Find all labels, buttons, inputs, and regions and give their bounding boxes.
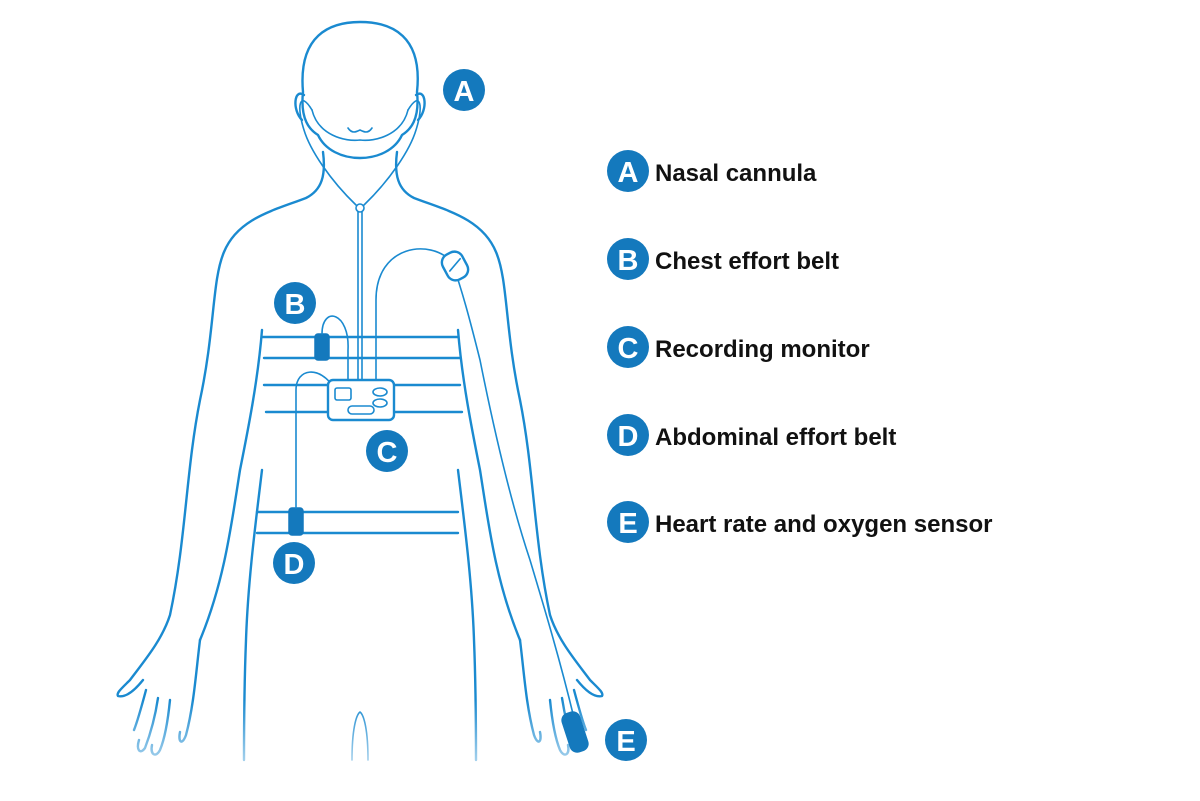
right-inner-arm — [456, 328, 522, 642]
legend-label-d: Abdominal effort belt — [655, 424, 896, 451]
legend-item-c: C Recording monitor — [607, 326, 870, 368]
callout-c-letter: C — [377, 437, 398, 469]
abdominal-belt-sensor — [288, 507, 304, 536]
callout-c-badge: C — [366, 430, 408, 472]
nasal-cannula — [299, 99, 421, 383]
legend-label-c: Recording monitor — [655, 336, 870, 363]
chest-sensor-lead — [321, 315, 349, 386]
legend-label-a: Nasal cannula — [655, 160, 817, 187]
cannula-junction — [355, 203, 365, 213]
monitor-button-1 — [372, 387, 388, 397]
legend-label-b: Chest effort belt — [655, 248, 839, 275]
legend-item-a: A Nasal cannula — [607, 150, 817, 192]
legend-letter-d: D — [618, 421, 639, 453]
legend-letter-b: B — [618, 245, 639, 277]
callout-b-letter: B — [285, 289, 306, 321]
torso-right — [394, 150, 604, 698]
legend-label-e: Heart rate and oxygen sensor — [655, 511, 992, 538]
cannula-upper-lip — [311, 109, 409, 142]
callout-b-badge: B — [274, 282, 316, 324]
callout-e-badge: E — [605, 719, 647, 761]
cannula-tube-right — [363, 99, 421, 206]
callout-d-letter: D — [284, 549, 305, 581]
callout-a-letter: A — [454, 76, 475, 108]
callout-a-badge: A — [443, 69, 485, 111]
legend: A Nasal cannula B Chest effort belt C Re… — [607, 150, 992, 543]
monitor-screen — [334, 387, 352, 401]
legend-item-b: B Chest effort belt — [607, 238, 839, 280]
legend-letter-c: C — [618, 333, 639, 365]
cannula-tube-left — [299, 99, 357, 206]
monitor-slot — [347, 405, 375, 415]
callout-d-badge: D — [273, 542, 315, 584]
monitor-button-2 — [372, 398, 388, 408]
callout-e-letter: E — [616, 726, 635, 758]
recording-monitor — [326, 248, 575, 719]
legend-item-e: E Heart rate and oxygen sensor — [607, 501, 992, 543]
chest-belt-sensor — [314, 333, 330, 361]
legend-letter-a: A — [618, 157, 639, 189]
torso-left — [116, 150, 326, 698]
legend-item-d: D Abdominal effort belt — [607, 414, 896, 456]
nose — [347, 127, 373, 133]
monitor-box — [326, 378, 396, 422]
legend-letter-e: E — [618, 508, 637, 540]
cannula-down-tube — [357, 211, 363, 383]
finger-sensor-clip — [561, 711, 589, 753]
head-outline — [301, 20, 419, 160]
left-inner-arm — [198, 328, 264, 642]
finger-sensor-cable — [375, 248, 575, 719]
finger-sensor — [561, 711, 589, 753]
